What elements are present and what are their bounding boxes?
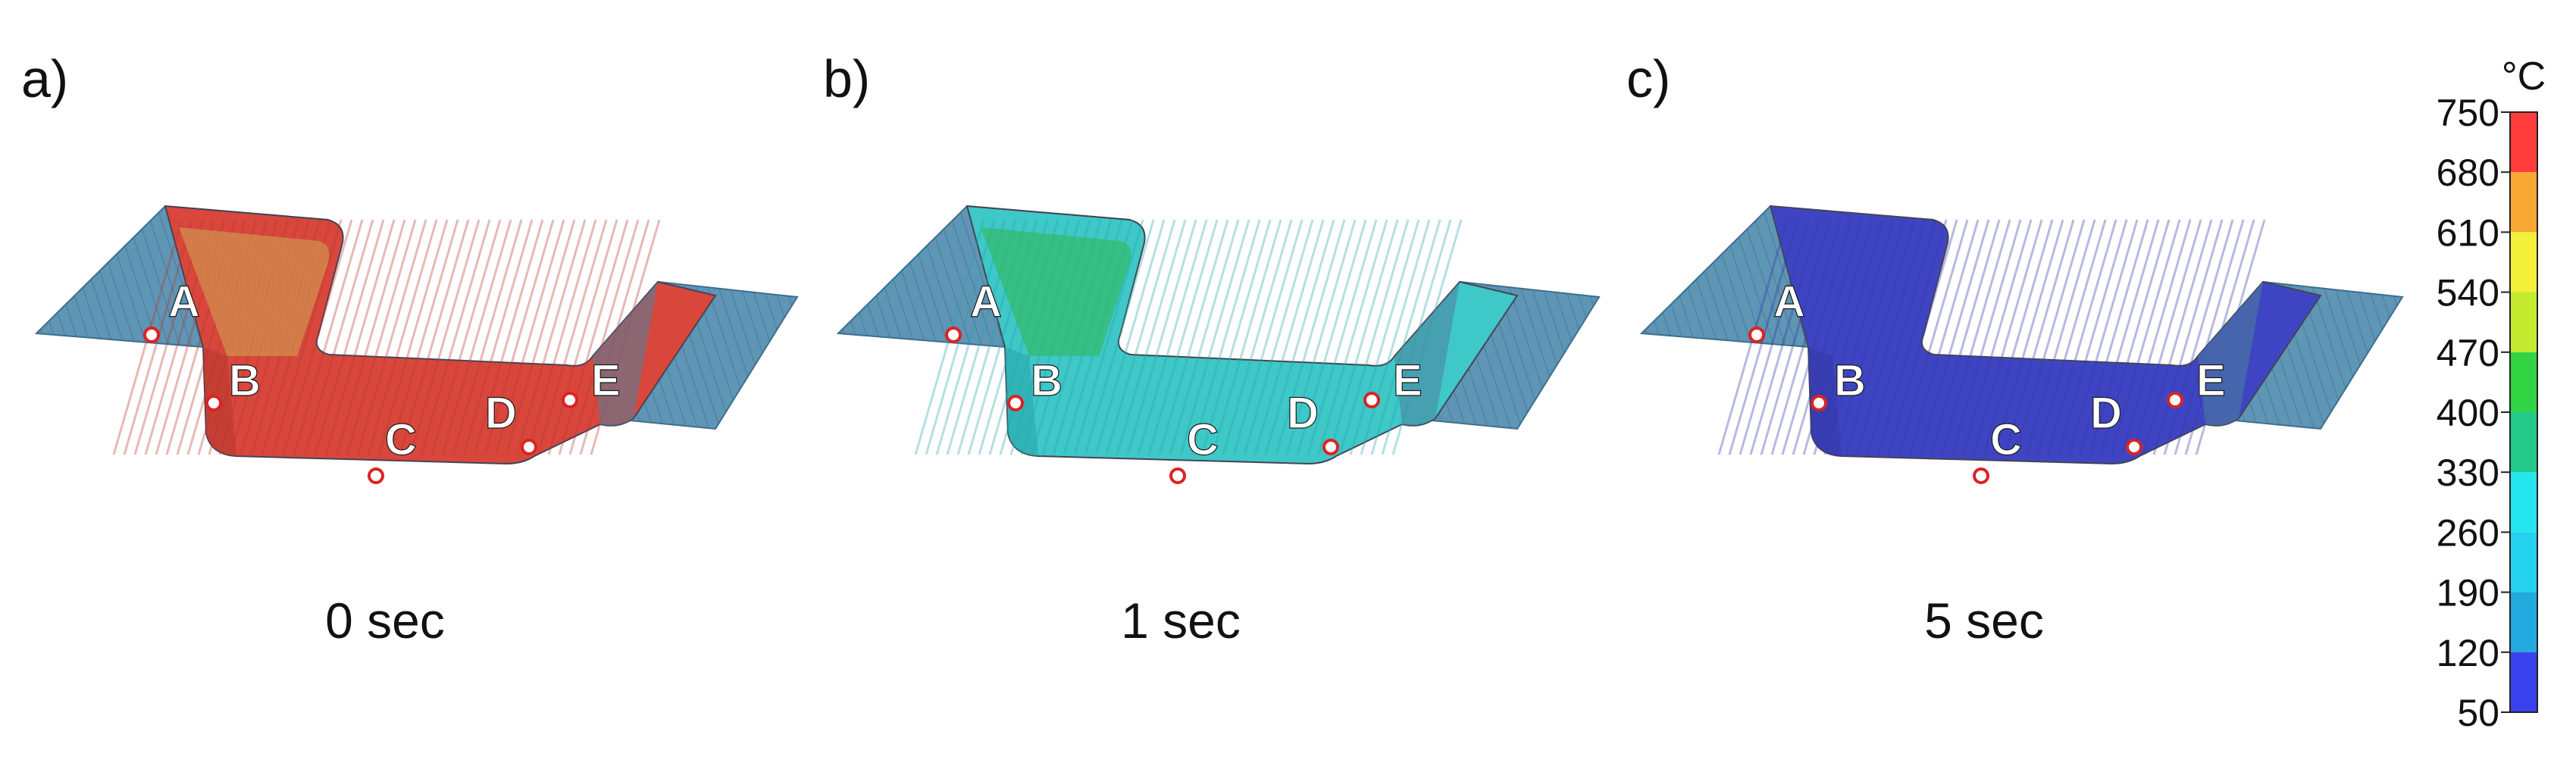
colorbar-tick-label: 330 xyxy=(2437,452,2499,494)
point-label: E xyxy=(1393,356,1423,405)
colorbar-band xyxy=(2510,292,2537,352)
measurement-point-a xyxy=(945,327,962,343)
point-label: C xyxy=(1990,415,2022,464)
measurement-point-d xyxy=(521,439,537,455)
right-sidewall xyxy=(1394,282,1460,426)
colorbar-band xyxy=(2510,352,2537,412)
colorbar-tick-label: 190 xyxy=(2437,572,2499,614)
temperature-colorbar: °C 750 680 610 540 470 400 330 260 190 120 50 xyxy=(2437,55,2546,734)
measurement-point-a xyxy=(1748,327,1765,343)
temperature-zone xyxy=(981,227,1131,356)
colorbar-unit: °C xyxy=(2502,55,2546,98)
point-label: B xyxy=(1031,356,1063,405)
measurement-point-d xyxy=(2126,439,2142,455)
colorbar-tick-label: 680 xyxy=(2437,152,2499,194)
point-label: A xyxy=(168,277,200,327)
panel-b: b) AB C D E 1 sec xyxy=(823,49,1601,649)
part-surface: AB C D E xyxy=(836,205,1601,484)
part-surface: AB C D E xyxy=(1639,205,2404,484)
colorbar-tick-label: 120 xyxy=(2437,632,2499,674)
measurement-point-a xyxy=(143,327,160,343)
measurement-point-c xyxy=(1169,467,1186,484)
panel-tag: a) xyxy=(21,49,68,108)
colorbar-band xyxy=(2510,412,2537,473)
right-sidewall xyxy=(593,282,658,426)
measurement-point-e xyxy=(1363,392,1380,408)
time-caption: 1 sec xyxy=(1121,592,1241,649)
colorbar-band xyxy=(2510,592,2537,652)
point-label: C xyxy=(1187,415,1219,464)
colorbar-tick-label: 400 xyxy=(2437,392,2499,434)
colorbar-band xyxy=(2510,232,2537,292)
colorbar-tick-label: 610 xyxy=(2437,211,2499,254)
colorbar-tick-label: 540 xyxy=(2437,272,2499,314)
point-label: D xyxy=(2090,389,2122,438)
panel-tag: c) xyxy=(1626,49,1670,108)
point-label: E xyxy=(591,356,621,405)
measurement-point-e xyxy=(2167,392,2183,408)
time-caption: 5 sec xyxy=(1924,592,2044,649)
measurement-point-e xyxy=(562,392,578,408)
colorbar-bands xyxy=(2509,111,2538,713)
colorbar-tick-label: 260 xyxy=(2437,511,2499,554)
panel-c: c) AB C D E 5 sec xyxy=(1626,49,2404,649)
right-sidewall xyxy=(2198,282,2263,426)
point-label: E xyxy=(2196,356,2226,405)
colorbar-ticks: 750 680 610 540 470 400 330 260 190 120 50 xyxy=(2437,92,2510,734)
measurement-point-c xyxy=(368,467,384,484)
measurement-point-c xyxy=(1973,467,1989,484)
measurement-point-d xyxy=(1322,439,1339,455)
point-label: B xyxy=(1834,356,1866,405)
point-label: B xyxy=(229,356,261,405)
colorbar-tick-label: 50 xyxy=(2457,692,2499,734)
panel-a: a) AB C D E 0 sec xyxy=(21,49,799,649)
colorbar-band xyxy=(2510,472,2537,533)
point-label: D xyxy=(1287,389,1319,438)
colorbar-band xyxy=(2510,172,2537,233)
colorbar-tick-label: 470 xyxy=(2437,332,2499,374)
colorbar-tick-label: 750 xyxy=(2437,92,2499,134)
point-label: A xyxy=(970,277,1002,327)
temperature-zone xyxy=(179,227,330,356)
colorbar-band xyxy=(2510,652,2537,712)
point-label: D xyxy=(485,389,517,438)
time-caption: 0 sec xyxy=(325,592,445,649)
colorbar-band xyxy=(2510,532,2537,592)
panel-tag: b) xyxy=(823,49,870,108)
point-label: A xyxy=(1773,277,1805,327)
measurement-point-b xyxy=(1007,395,1024,411)
part-surface: AB C D E xyxy=(34,205,799,484)
point-label: C xyxy=(385,415,417,464)
measurement-point-b xyxy=(1811,395,1827,411)
colorbar-band xyxy=(2510,112,2537,173)
measurement-point-b xyxy=(205,395,222,411)
